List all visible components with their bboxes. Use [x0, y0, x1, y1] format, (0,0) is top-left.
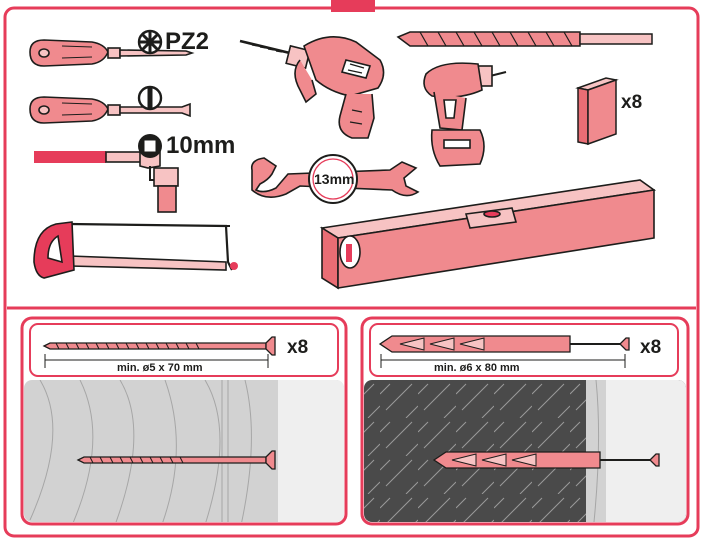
hacksaw: [33, 221, 238, 279]
wrench-size-label: 13mm: [314, 171, 355, 187]
wood-section: [24, 380, 344, 522]
frame-plug: [378, 335, 630, 353]
pads-count-label: x8: [621, 92, 643, 113]
flat-slot-icon: [137, 85, 163, 111]
socket-size-label: 10mm: [166, 132, 236, 159]
masonry-section: [364, 380, 686, 522]
masonry-dimension-line: [380, 354, 626, 368]
pad-block: [575, 77, 619, 146]
wood-screw-count: x8: [287, 337, 309, 358]
spirit-level: [319, 179, 657, 290]
masonry-plug-count: x8: [640, 337, 662, 358]
wood-installed-screw: [76, 450, 276, 470]
phillips-size-label: PZ2: [165, 28, 210, 55]
wood-info-box: [29, 323, 339, 377]
top-tab: [331, 0, 375, 12]
drill-bit: [396, 31, 653, 47]
flat-screwdriver: [29, 96, 191, 124]
wrench-size-badge: [308, 154, 358, 204]
wood-screw: [42, 336, 276, 356]
phillips-cross-icon: [137, 29, 163, 55]
wood-screw-spec: min. ø5 x 70 mm: [117, 362, 203, 374]
masonry-plug-spec: min. ø6 x 80 mm: [434, 362, 520, 374]
phillips-screwdriver: [29, 39, 195, 67]
cordless-drill: [423, 62, 507, 167]
hammer-drill: [239, 36, 385, 139]
wood-dimension-line: [44, 354, 269, 368]
masonry-installed-plug: [432, 451, 660, 469]
socket-square-icon: [138, 134, 162, 158]
